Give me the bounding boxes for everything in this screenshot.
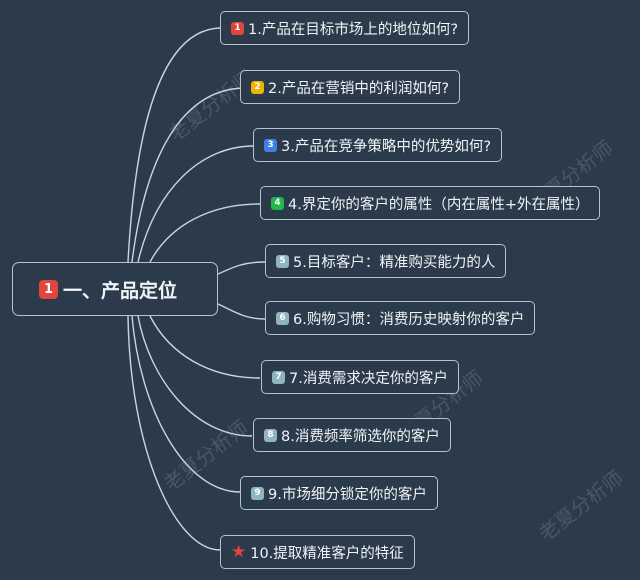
link-9 — [131, 315, 241, 493]
child-node-4[interactable]: 4 4.界定你的客户的属性（内在属性+外在属性） — [260, 186, 601, 220]
link-2 — [131, 87, 247, 263]
child-node-label: 5.目标客户：精准购买能力的人 — [293, 254, 496, 271]
child-node-label: 8.消费频率筛选你的客户 — [281, 428, 440, 445]
link-6 — [215, 302, 266, 320]
priority-3-icon: 3 — [264, 138, 277, 152]
child-node-2[interactable]: 2 2.产品在营销中的利润如何? — [240, 70, 461, 104]
root-node-label: 一、产品定位 — [63, 279, 178, 302]
priority-2-icon: 2 — [251, 80, 264, 94]
priority-1-icon: 1 — [231, 21, 244, 35]
child-node-label: 3.产品在竞争策略中的优势如何? — [281, 138, 492, 155]
link-4 — [149, 203, 261, 263]
child-node-7[interactable]: 7 7.消费需求决定你的客户 — [261, 360, 459, 394]
priority-5-icon: 5 — [276, 254, 289, 268]
child-node-label: 4.界定你的客户的属性（内在属性+外在属性） — [288, 196, 590, 213]
priority-8-icon: 8 — [264, 428, 277, 442]
child-node-label: 7.消费需求决定你的客户 — [289, 370, 448, 387]
child-node-6[interactable]: 6 6.购物习惯：消费历史映射你的客户 — [265, 301, 536, 335]
priority-7-icon: 7 — [272, 370, 285, 384]
child-node-5[interactable]: 5 5.目标客户：精准购买能力的人 — [265, 244, 507, 278]
child-node-10[interactable]: ★ 10.提取精准客户的特征 — [220, 535, 415, 569]
link-1 — [127, 27, 221, 263]
child-node-9[interactable]: 9 9.市场细分锁定你的客户 — [240, 476, 438, 510]
priority-9-icon: 9 — [251, 486, 264, 500]
link-8 — [137, 315, 253, 437]
priority-6-icon: 6 — [276, 311, 289, 325]
priority-1-icon: 1 — [39, 279, 58, 299]
link-3 — [137, 145, 255, 263]
priority-4-icon: 4 — [271, 196, 284, 210]
child-node-label: 10.提取精准客户的特征 — [250, 545, 404, 562]
child-node-label: 9.市场细分锁定你的客户 — [268, 486, 427, 503]
child-node-label: 2.产品在营销中的利润如何? — [268, 80, 450, 97]
child-node-8[interactable]: 8 8.消费频率筛选你的客户 — [253, 418, 451, 452]
link-7 — [149, 315, 261, 379]
child-node-label: 6.购物习惯：消费历史映射你的客户 — [293, 311, 525, 328]
child-node-3[interactable]: 3 3.产品在竞争策略中的优势如何? — [253, 128, 503, 162]
link-10 — [127, 315, 221, 551]
link-5 — [215, 261, 266, 276]
child-node-1[interactable]: 1 1.产品在目标市场上的地位如何? — [220, 11, 470, 45]
star-icon: ★ — [231, 541, 247, 562]
child-node-label: 1.产品在目标市场上的地位如何? — [248, 21, 459, 38]
root-node-product-positioning[interactable]: 1 一、产品定位 — [12, 262, 218, 316]
